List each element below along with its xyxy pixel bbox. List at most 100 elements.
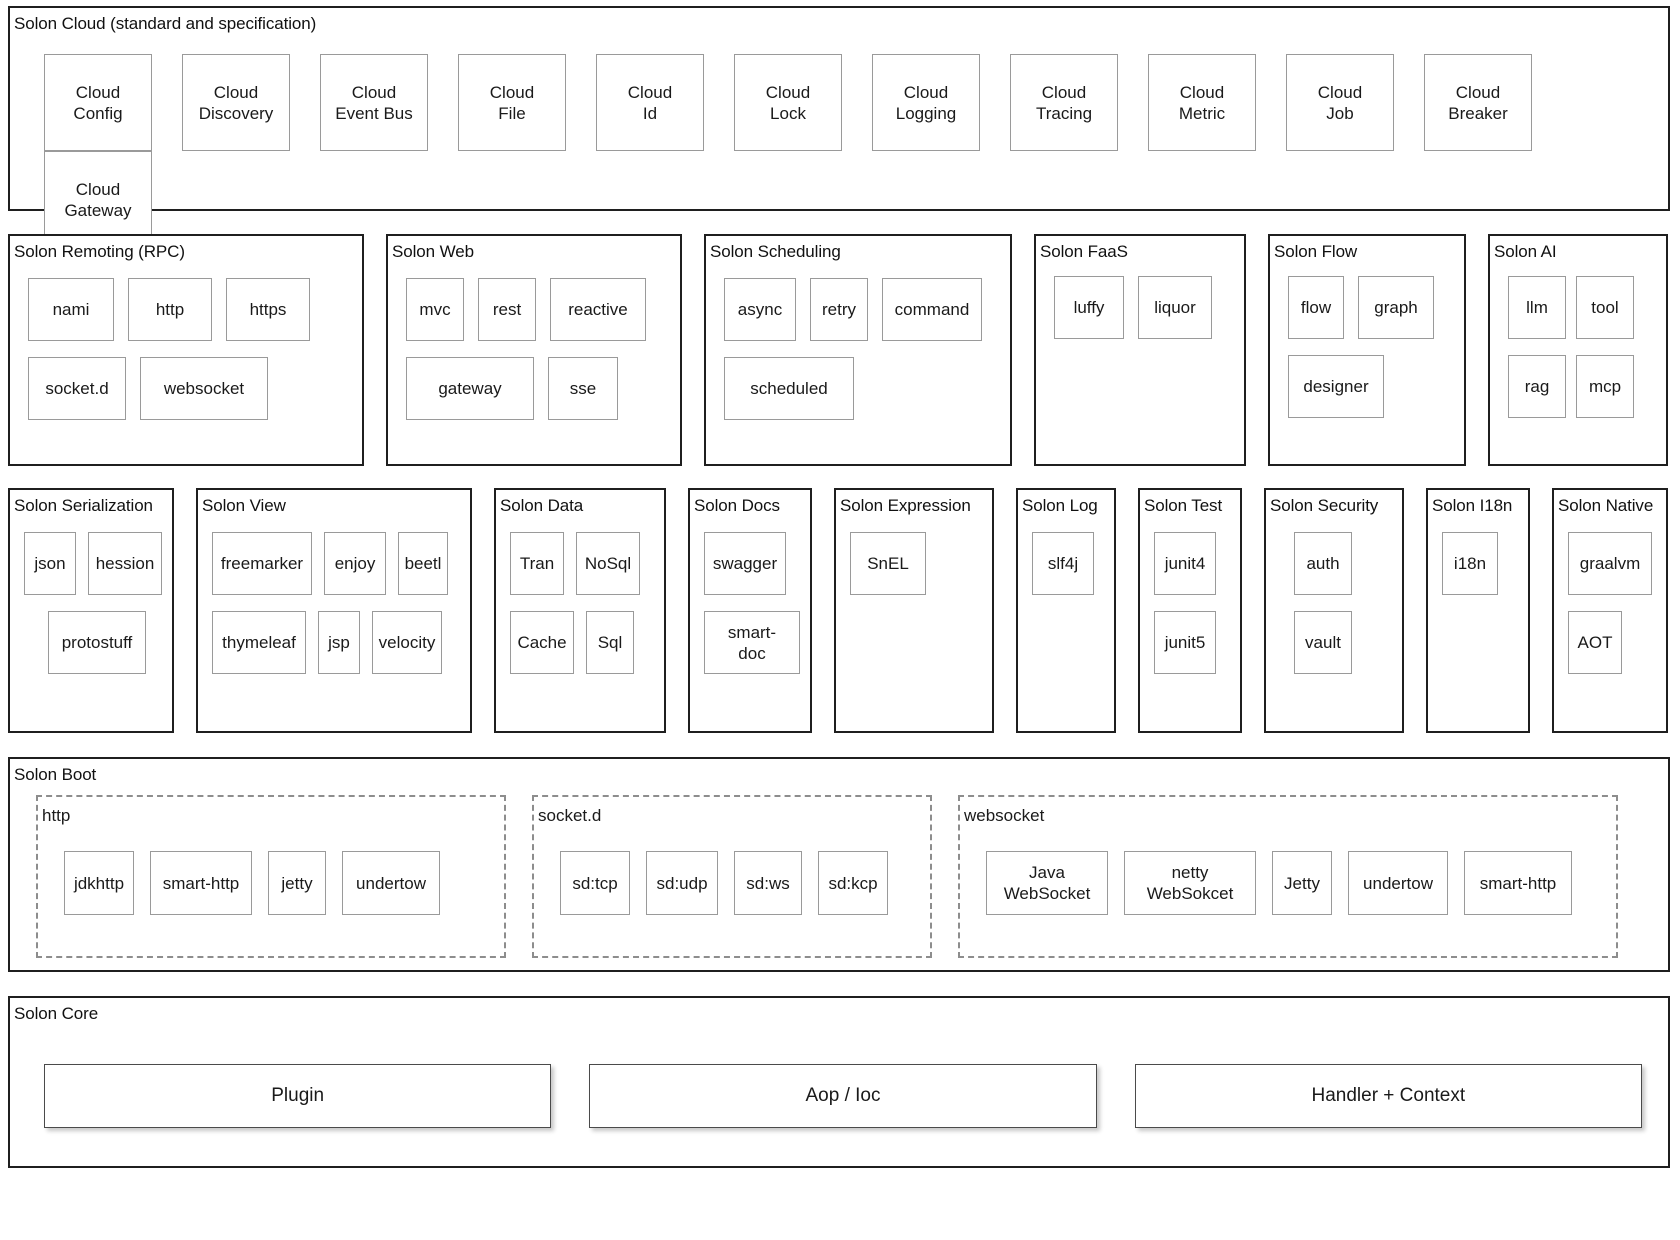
group-body-solon-cloud: Cloud Config Cloud Discovery Cloud Event… bbox=[10, 32, 1668, 248]
group-solon-web: Solon Web mvc rest reactive gateway sse bbox=[386, 234, 682, 466]
group-solon-security: Solon Security auth vault bbox=[1264, 488, 1404, 733]
subgroup-http: http jdkhttp smart-http jetty undertow bbox=[36, 795, 506, 958]
chip-freemarker[interactable]: freemarker bbox=[212, 532, 312, 595]
chip-sql[interactable]: Sql bbox=[586, 611, 634, 674]
group-body-solon-view: freemarker enjoy beetl thymeleaf jsp vel… bbox=[198, 514, 470, 731]
chip-graph[interactable]: graph bbox=[1358, 276, 1434, 339]
chip-designer[interactable]: designer bbox=[1288, 355, 1384, 418]
chip-thymeleaf[interactable]: thymeleaf bbox=[212, 611, 306, 674]
chip-undertow[interactable]: undertow bbox=[342, 851, 440, 915]
chip-handler-context[interactable]: Handler + Context bbox=[1134, 1064, 1642, 1128]
chip-sd-kcp[interactable]: sd:kcp bbox=[818, 851, 888, 915]
chip-sse[interactable]: sse bbox=[548, 357, 618, 420]
chip-llm[interactable]: llm bbox=[1508, 276, 1566, 339]
chip-aop-ioc[interactable]: Aop / Ioc bbox=[589, 1064, 1097, 1128]
chip-aot[interactable]: AOT bbox=[1568, 611, 1622, 674]
chip-i18n[interactable]: i18n bbox=[1442, 532, 1498, 595]
chip-swagger[interactable]: swagger bbox=[704, 532, 786, 595]
chip-gateway[interactable]: gateway bbox=[406, 357, 534, 420]
chip-cloud-config[interactable]: Cloud Config bbox=[44, 54, 152, 151]
group-solon-test: Solon Test junit4 junit5 bbox=[1138, 488, 1242, 733]
subgroup-body-socketd: sd:tcp sd:udp sd:ws sd:kcp bbox=[534, 824, 930, 956]
chip-json[interactable]: json bbox=[24, 532, 76, 595]
group-body-solon-flow: flow graph designer bbox=[1270, 260, 1464, 464]
chip-cloud-discovery[interactable]: Cloud Discovery bbox=[182, 54, 290, 151]
chip-velocity[interactable]: velocity bbox=[372, 611, 442, 674]
chip-sd-tcp[interactable]: sd:tcp bbox=[560, 851, 630, 915]
chip-cloud-gateway[interactable]: Cloud Gateway bbox=[44, 151, 152, 248]
group-body-solon-scheduling: async retry command scheduled bbox=[706, 260, 1010, 464]
chip-rag[interactable]: rag bbox=[1508, 355, 1566, 418]
chip-rest[interactable]: rest bbox=[478, 278, 536, 341]
group-title-solon-data: Solon Data bbox=[500, 496, 584, 515]
chip-junit4[interactable]: junit4 bbox=[1154, 532, 1216, 595]
chip-junit5[interactable]: junit5 bbox=[1154, 611, 1216, 674]
chip-https[interactable]: https bbox=[226, 278, 310, 341]
subgroup-body-websocket: Java WebSocket netty WebSokcet Jetty und… bbox=[960, 824, 1616, 956]
subgroup-websocket: websocket Java WebSocket netty WebSokcet… bbox=[958, 795, 1618, 958]
chip-sd-ws[interactable]: sd:ws bbox=[734, 851, 802, 915]
chip-cloud-metric[interactable]: Cloud Metric bbox=[1148, 54, 1256, 151]
chip-ws-smart-http[interactable]: smart-http bbox=[1464, 851, 1572, 915]
chip-ws-undertow[interactable]: undertow bbox=[1348, 851, 1448, 915]
subgroup-title-websocket: websocket bbox=[964, 806, 1045, 825]
chip-cloud-job[interactable]: Cloud Job bbox=[1286, 54, 1394, 151]
chip-cloud-tracing[interactable]: Cloud Tracing bbox=[1010, 54, 1118, 151]
chip-socket-d[interactable]: socket.d bbox=[28, 357, 126, 420]
chip-websocket[interactable]: websocket bbox=[140, 357, 268, 420]
chip-beetl[interactable]: beetl bbox=[398, 532, 448, 595]
chip-cloud-lock[interactable]: Cloud Lock bbox=[734, 54, 842, 151]
chip-java-websocket[interactable]: Java WebSocket bbox=[986, 851, 1108, 915]
chip-slf4j[interactable]: slf4j bbox=[1032, 532, 1094, 595]
chip-tran[interactable]: Tran bbox=[510, 532, 564, 595]
chip-cloud-logging[interactable]: Cloud Logging bbox=[872, 54, 980, 151]
chip-snel[interactable]: SnEL bbox=[850, 532, 926, 595]
group-solon-expression: Solon Expression SnEL bbox=[834, 488, 994, 733]
chip-scheduled[interactable]: scheduled bbox=[724, 357, 854, 420]
chip-netty-websocket[interactable]: netty WebSokcet bbox=[1124, 851, 1256, 915]
chip-protostuff[interactable]: protostuff bbox=[48, 611, 146, 674]
chip-sd-udp[interactable]: sd:udp bbox=[646, 851, 718, 915]
chip-cloud-event-bus[interactable]: Cloud Event Bus bbox=[320, 54, 428, 151]
chip-hession[interactable]: hession bbox=[88, 532, 162, 595]
chip-graalvm[interactable]: graalvm bbox=[1568, 532, 1652, 595]
chip-mcp[interactable]: mcp bbox=[1576, 355, 1634, 418]
chip-command[interactable]: command bbox=[882, 278, 982, 341]
group-solon-native: Solon Native graalvm AOT bbox=[1552, 488, 1668, 733]
group-title-solon-scheduling: Solon Scheduling bbox=[710, 242, 841, 261]
chip-cloud-file[interactable]: Cloud File bbox=[458, 54, 566, 151]
group-body-solon-native: graalvm AOT bbox=[1554, 514, 1666, 731]
chip-auth[interactable]: auth bbox=[1294, 532, 1352, 595]
group-title-solon-expression: Solon Expression bbox=[840, 496, 971, 515]
chip-smart-doc[interactable]: smart-doc bbox=[704, 611, 800, 674]
chip-reactive[interactable]: reactive bbox=[550, 278, 646, 341]
chip-nosql[interactable]: NoSql bbox=[576, 532, 640, 595]
chip-nami[interactable]: nami bbox=[28, 278, 114, 341]
chip-cloud-id[interactable]: Cloud Id bbox=[596, 54, 704, 151]
chip-luffy[interactable]: luffy bbox=[1054, 276, 1124, 339]
group-title-solon-boot: Solon Boot bbox=[14, 765, 97, 784]
chip-jsp[interactable]: jsp bbox=[318, 611, 360, 674]
chip-mvc[interactable]: mvc bbox=[406, 278, 464, 341]
chip-jdkhttp[interactable]: jdkhttp bbox=[64, 851, 134, 915]
chip-cloud-breaker[interactable]: Cloud Breaker bbox=[1424, 54, 1532, 151]
subgroup-socketd: socket.d sd:tcp sd:udp sd:ws sd:kcp bbox=[532, 795, 932, 958]
chip-async[interactable]: async bbox=[724, 278, 796, 341]
group-body-solon-faas: luffy liquor bbox=[1036, 260, 1244, 464]
chip-plugin[interactable]: Plugin bbox=[44, 1064, 552, 1128]
chip-liquor[interactable]: liquor bbox=[1138, 276, 1212, 339]
chip-tool[interactable]: tool bbox=[1576, 276, 1634, 339]
chip-jetty[interactable]: jetty bbox=[268, 851, 326, 915]
group-title-solon-web: Solon Web bbox=[392, 242, 474, 261]
group-body-solon-ai: llm tool rag mcp bbox=[1490, 260, 1666, 464]
chip-vault[interactable]: vault bbox=[1294, 611, 1352, 674]
group-title-solon-remoting: Solon Remoting (RPC) bbox=[14, 242, 185, 261]
group-body-solon-boot: http jdkhttp smart-http jetty undertow s… bbox=[10, 783, 1668, 970]
chip-flow[interactable]: flow bbox=[1288, 276, 1344, 339]
chip-retry[interactable]: retry bbox=[810, 278, 868, 341]
chip-ws-jetty[interactable]: Jetty bbox=[1272, 851, 1332, 915]
chip-cache[interactable]: Cache bbox=[510, 611, 574, 674]
chip-http[interactable]: http bbox=[128, 278, 212, 341]
chip-smart-http[interactable]: smart-http bbox=[150, 851, 252, 915]
chip-enjoy[interactable]: enjoy bbox=[324, 532, 386, 595]
